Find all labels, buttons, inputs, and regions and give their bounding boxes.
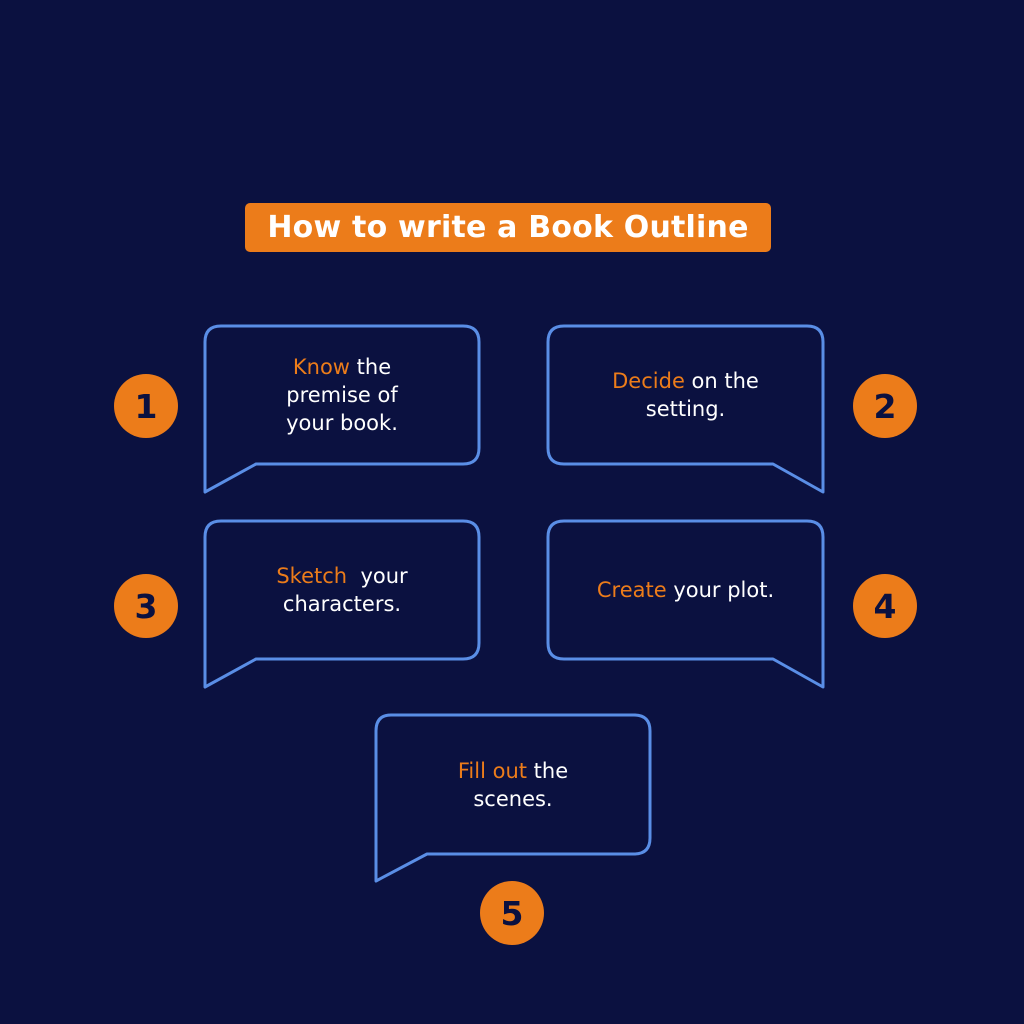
speech-bubble-2 [546,324,825,494]
step-1-badge: 1 [114,374,178,438]
step-4-badge: 4 [853,574,917,638]
step-1-text: Know the premise of your book. [207,328,477,462]
speech-bubble-1 [203,324,481,494]
step-2-line-2: setting. [645,397,726,421]
step-5-line-2: scenes. [473,786,553,811]
step-3-highlight: Sketch [276,564,348,588]
step-3-text: Sketch your characters. [207,523,477,657]
step-1-line-2: premise of [286,383,398,407]
title-text: How to write a Book Outline [267,210,749,245]
step-2-badge: 2 [853,374,917,438]
title-banner: How to write a Book Outline [245,203,771,252]
step-4-text: Create your plot. [550,523,821,657]
step-4-line-1: Create your plot. [596,578,775,602]
step-5-badge: 5 [480,881,544,945]
step-1-line-1: Know the [292,355,392,379]
speech-bubble-4 [546,519,825,689]
step-5-line-1: Fill out the [457,758,569,783]
step-2-text: Decide on the setting. [550,328,821,462]
step-3-badge: 3 [114,574,178,638]
step-5-highlight: Fill out [457,758,527,783]
step-1-line-3: your book. [286,411,398,435]
speech-bubble-3 [203,519,481,689]
step-1-highlight: Know [292,355,350,379]
step-5-text: Fill out the scenes. [378,717,648,852]
step-3-line-2: characters. [282,592,402,616]
step-2-highlight: Decide [612,369,685,393]
step-3-line-1: Sketch your [276,564,408,588]
speech-bubble-5 [374,713,652,883]
step-2-line-1: Decide on the [612,369,759,393]
step-4-highlight: Create [596,578,667,602]
